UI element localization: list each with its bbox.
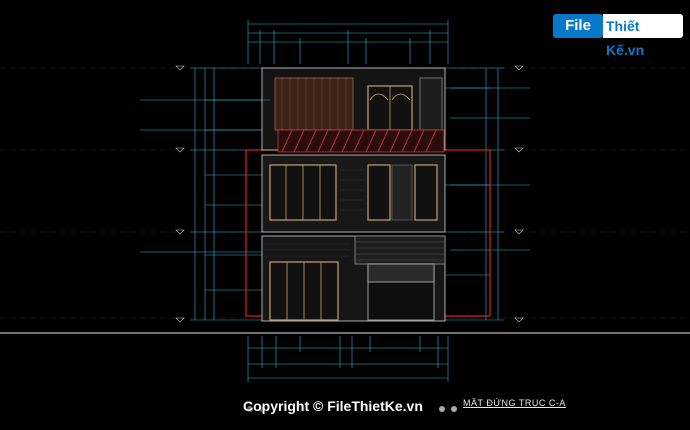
- railing-hatch: [281, 129, 437, 153]
- logo-file-box: File: [553, 14, 603, 38]
- logo-text: Thiết Kế.vn: [603, 14, 683, 58]
- leader-lines: [140, 87, 530, 253]
- brick-lines-middle: [340, 169, 365, 211]
- bottom-dimensions: [247, 336, 449, 382]
- top-dimensions: [247, 20, 449, 64]
- title-dots: [247, 406, 457, 412]
- site-logo[interactable]: File Thiết Kế.vn: [553, 12, 683, 58]
- hatch-left-ground: [262, 243, 350, 257]
- building: [261, 67, 446, 322]
- panel-lines-ground: [355, 241, 445, 261]
- wood-panel-slats: [281, 78, 347, 130]
- level-markers: [175, 65, 524, 323]
- left-dimensions: [190, 67, 262, 321]
- drawing-title: MẶT ĐỨNG TRỤC C-A: [463, 398, 566, 408]
- right-dimensions: [445, 67, 504, 321]
- copyright-watermark: Copyright © FileThietKe.vn: [243, 398, 423, 414]
